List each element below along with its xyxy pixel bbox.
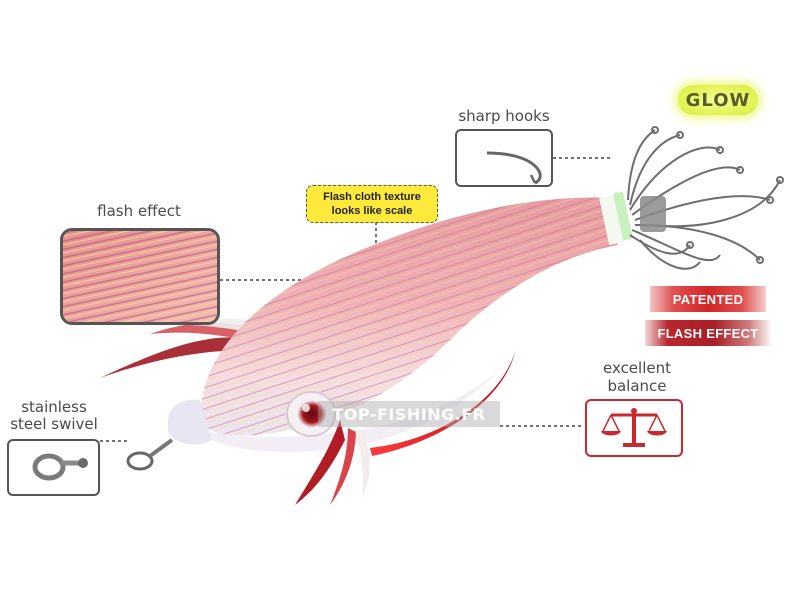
flash-cloth-callout: Flash cloth texture looks like scale: [306, 185, 438, 223]
patented-badge: PATENTED: [650, 286, 766, 312]
balance-label-line2: balance: [607, 377, 667, 395]
lower-feathers: [295, 420, 370, 505]
swivel-icon: [32, 453, 88, 481]
balance-scale-icon: [601, 408, 667, 447]
sharp-hooks-label: sharp hooks: [458, 107, 550, 125]
callout-line1: Flash cloth texture: [323, 191, 421, 203]
stainless-label-line1: stainless: [21, 398, 87, 416]
flash-effect-badge: FLASH EFFECT: [645, 320, 771, 346]
flash-texture-icon: [63, 231, 217, 322]
hook-icon: [486, 151, 542, 185]
glow-badge: GLOW: [678, 85, 758, 115]
stainless-label-line2: steel swivel: [10, 415, 98, 433]
callout-line2: looks like scale: [331, 205, 413, 217]
jig-swivel: [126, 438, 174, 471]
balance-box: [585, 399, 683, 457]
jig-eye: [286, 391, 336, 437]
balance-label-line1: excellent: [602, 359, 671, 377]
swivel-box: [7, 439, 100, 496]
flash-effect-label: flash effect: [97, 202, 181, 220]
flash-effect-zoom: [60, 228, 220, 325]
sharp-hooks-box: [455, 129, 553, 187]
watermark: TOP-FISHING.FR: [318, 401, 500, 427]
